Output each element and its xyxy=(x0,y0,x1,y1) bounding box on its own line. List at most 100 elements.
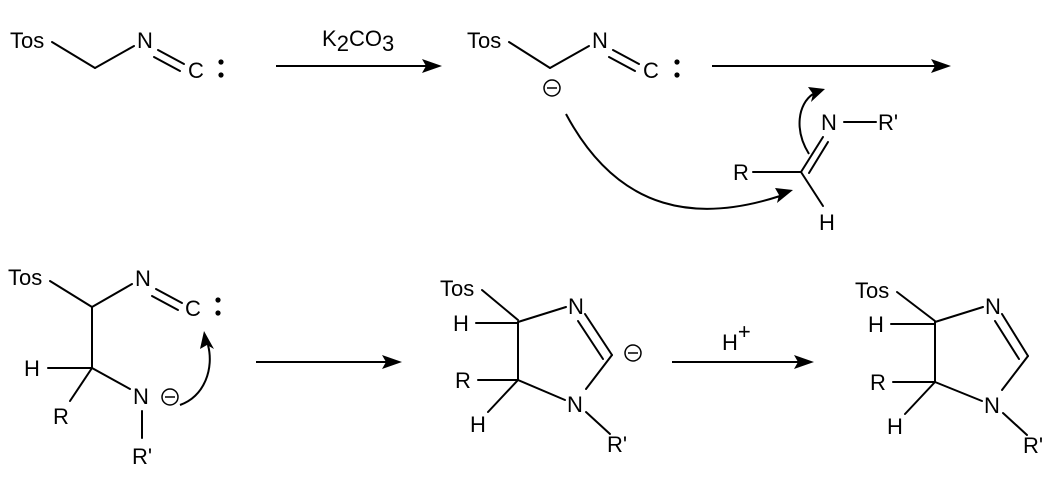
tos-label: Tos xyxy=(467,28,501,53)
bond xyxy=(896,291,936,322)
bond xyxy=(94,45,135,69)
bond xyxy=(1001,355,1029,391)
bond xyxy=(517,306,567,323)
negative-charge-icon xyxy=(624,344,642,362)
r-prime-label: R' xyxy=(132,444,152,469)
double-bond xyxy=(1001,313,1029,357)
bond xyxy=(800,171,824,207)
structure-imidazoline-product: Tos H N N R H R' xyxy=(855,278,1043,458)
curved-arrow-head xyxy=(808,87,825,102)
lone-pair-dot xyxy=(674,72,680,78)
hydrogen-label: H xyxy=(819,210,835,235)
acid-plus: + xyxy=(738,319,751,344)
nitrogen-label: N xyxy=(985,294,1001,319)
reaction-arrow-protonation: H+ xyxy=(672,319,814,369)
hydrogen-label: H xyxy=(887,414,903,439)
double-bond xyxy=(577,320,604,360)
tos-label: Tos xyxy=(8,265,42,290)
nitrogen-label: N xyxy=(137,28,153,53)
bond xyxy=(49,280,93,308)
bond xyxy=(508,41,551,69)
r-group-label: R xyxy=(455,368,471,393)
r-prime-label: R' xyxy=(878,110,898,135)
bond xyxy=(1002,412,1028,436)
lone-pair-dot xyxy=(218,72,224,78)
tos-label: Tos xyxy=(10,28,44,53)
r-prime-label: R' xyxy=(607,432,627,457)
structure-adduct: Tos N C H R N R' xyxy=(8,265,221,469)
arrow-head xyxy=(794,355,814,369)
hydrogen-label: H xyxy=(470,412,486,437)
curved-arrow-head xyxy=(775,188,793,203)
double-bond xyxy=(612,49,640,65)
arrow-head xyxy=(382,355,402,369)
lone-pair-dot xyxy=(218,59,224,65)
structure-tosmic: Tos N C xyxy=(10,28,224,83)
tos-label: Tos xyxy=(855,278,889,303)
hydrogen-label: H xyxy=(24,356,40,381)
reaction-arrow-imine-addition xyxy=(712,59,951,73)
nitrogen-label: N xyxy=(592,28,608,53)
double-bond xyxy=(151,295,179,311)
carbon-label: C xyxy=(643,58,659,83)
r-group-label: R xyxy=(53,404,69,429)
bond xyxy=(585,411,611,435)
curved-arrow-head xyxy=(200,331,214,349)
nitrogen-label: N xyxy=(133,384,149,409)
base-co-subscript: 3 xyxy=(382,31,394,56)
double-bond xyxy=(157,49,185,65)
acid-h: H xyxy=(722,330,738,355)
structure-imidazoline-anion: Tos H N N R H R' xyxy=(440,276,642,457)
negative-charge-icon xyxy=(161,388,179,406)
curved-arrow-path xyxy=(179,344,211,406)
double-bond xyxy=(584,313,613,356)
r-prime-label: R' xyxy=(1023,433,1043,458)
curved-arrow-path xyxy=(798,93,814,155)
nitrogen-label: N xyxy=(984,393,1000,418)
bond xyxy=(934,306,984,323)
structure-tosmic-anion: Tos N C xyxy=(467,28,680,97)
structure-imine: R N R' H xyxy=(733,110,898,235)
double-bond xyxy=(808,141,829,174)
reaction-arrow-cyclization xyxy=(256,355,402,369)
lone-pair-dot xyxy=(215,297,221,303)
r-group-label: R xyxy=(733,160,749,185)
nitrogen-label: N xyxy=(821,110,837,135)
bond xyxy=(934,381,983,402)
lone-pair-dot xyxy=(674,59,680,65)
curved-arrow-path xyxy=(565,113,781,210)
negative-charge-icon xyxy=(543,79,561,97)
bond xyxy=(91,367,131,390)
acid-reagent: H+ xyxy=(722,319,751,355)
base-k: K xyxy=(322,26,337,51)
arrow-head xyxy=(931,59,951,73)
curved-arrow-electron-shift xyxy=(798,87,825,155)
carbon-label: C xyxy=(185,296,201,321)
curved-arrow-nucleophilic-attack xyxy=(565,113,793,210)
double-bond xyxy=(608,56,636,72)
nitrogen-label: N xyxy=(567,392,583,417)
bond xyxy=(549,45,590,69)
r-group-label: R xyxy=(870,370,886,395)
tos-label: Tos xyxy=(440,276,474,301)
reaction-arrow-base: K2CO3 xyxy=(276,26,442,73)
double-bond xyxy=(153,56,181,72)
nitrogen-label: N xyxy=(135,266,151,291)
base-reagent: K2CO3 xyxy=(322,26,394,56)
bond xyxy=(51,41,96,69)
bond xyxy=(585,354,613,390)
bond xyxy=(481,289,519,321)
arrow-head xyxy=(422,59,442,73)
base-k-subscript: 2 xyxy=(337,31,349,56)
bond xyxy=(69,367,93,402)
bond xyxy=(517,379,566,401)
double-bond xyxy=(994,320,1020,360)
bond xyxy=(904,381,936,415)
hydrogen-label: H xyxy=(868,312,884,337)
hydrogen-label: H xyxy=(453,311,469,336)
base-co: CO xyxy=(349,26,382,51)
carbon-label: C xyxy=(188,58,204,83)
bond xyxy=(91,283,133,308)
curved-arrow-cyclization xyxy=(179,331,214,406)
